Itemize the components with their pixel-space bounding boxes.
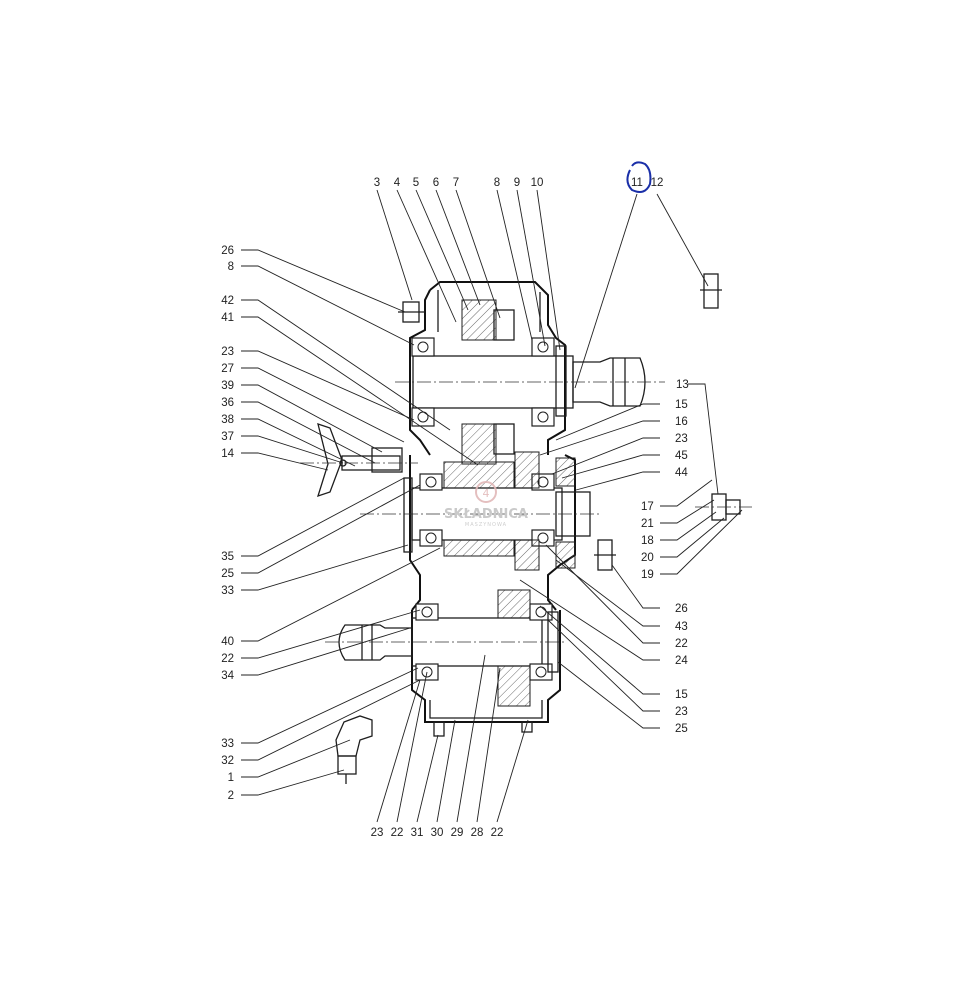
upper-shaft bbox=[395, 299, 665, 465]
callout-7: 7 bbox=[453, 177, 459, 189]
shift-lever bbox=[300, 423, 418, 498]
callout-38: 38 bbox=[221, 414, 234, 426]
watermark-sub: MASZYNOWA bbox=[465, 522, 507, 528]
callout-34: 34 bbox=[221, 670, 234, 682]
callout-25: 25 bbox=[675, 723, 688, 735]
callout-20: 20 bbox=[641, 552, 654, 564]
highlight-circle-11 bbox=[626, 161, 652, 193]
callout-28: 28 bbox=[471, 827, 484, 839]
middle-shaft bbox=[360, 451, 600, 571]
callout-36: 36 bbox=[221, 397, 234, 409]
callout-24: 24 bbox=[675, 655, 688, 667]
elbow-fitting bbox=[335, 715, 373, 784]
callout-29: 29 bbox=[451, 827, 464, 839]
callout-2: 2 bbox=[228, 790, 234, 802]
callout-27: 27 bbox=[221, 363, 234, 375]
callout-42: 42 bbox=[221, 295, 234, 307]
callout-37: 37 bbox=[221, 431, 234, 443]
callouts-top: 3 4 5 6 7 8 9 10 11 12 bbox=[374, 177, 664, 189]
callout-21: 21 bbox=[641, 518, 654, 530]
callout-15: 15 bbox=[675, 399, 688, 411]
callout-4: 4 bbox=[394, 177, 401, 189]
callout-6: 6 bbox=[433, 177, 439, 189]
part-13-21-assembly bbox=[695, 493, 752, 521]
callout-18: 18 bbox=[641, 535, 654, 547]
callout-45: 45 bbox=[675, 450, 688, 462]
callout-9: 9 bbox=[514, 177, 520, 189]
callout-22: 22 bbox=[675, 638, 688, 650]
callout-44: 44 bbox=[675, 467, 688, 479]
part-26-right bbox=[594, 539, 616, 571]
callout-23: 23 bbox=[371, 827, 384, 839]
callout-33: 33 bbox=[221, 585, 234, 597]
svg-text:4: 4 bbox=[483, 487, 490, 500]
callout-22: 22 bbox=[491, 827, 504, 839]
callout-10: 10 bbox=[531, 177, 544, 189]
watermark-name: SKŁADNICA bbox=[444, 507, 528, 522]
lower-shaft bbox=[325, 589, 565, 707]
callout-11: 11 bbox=[631, 177, 643, 189]
callout-43: 43 bbox=[675, 621, 688, 633]
callout-22: 22 bbox=[221, 653, 234, 665]
callout-16: 16 bbox=[675, 416, 688, 428]
callout-1: 1 bbox=[228, 772, 234, 784]
callout-39: 39 bbox=[221, 380, 234, 392]
callout-12: 12 bbox=[651, 177, 664, 189]
watermark-logo: 4 bbox=[475, 481, 497, 503]
callout-33: 33 bbox=[221, 738, 234, 750]
callout-3: 3 bbox=[374, 177, 380, 189]
callout-17: 17 bbox=[641, 501, 654, 513]
callout-19: 19 bbox=[641, 569, 654, 581]
callout-22: 22 bbox=[391, 827, 404, 839]
callout-23: 23 bbox=[675, 433, 688, 445]
callout-35: 35 bbox=[221, 551, 234, 563]
callout-25: 25 bbox=[221, 568, 234, 580]
callout-15: 15 bbox=[675, 689, 688, 701]
callout-8: 8 bbox=[228, 261, 234, 273]
callouts-right: 13 15 16 23 45 44 17 21 18 20 19 26 43 2… bbox=[641, 379, 689, 735]
callout-30: 30 bbox=[431, 827, 444, 839]
callout-8: 8 bbox=[494, 177, 500, 189]
callout-26: 26 bbox=[221, 245, 234, 257]
callout-26: 26 bbox=[675, 603, 688, 615]
callouts-bottom: 23 22 31 30 29 28 22 bbox=[371, 827, 504, 839]
leader-lines bbox=[241, 189, 743, 823]
callout-13: 13 bbox=[676, 379, 689, 391]
callout-23: 23 bbox=[221, 346, 234, 358]
callouts-left: 26 8 42 41 23 27 39 36 38 37 14 35 25 33… bbox=[221, 245, 234, 802]
callout-40: 40 bbox=[221, 636, 234, 648]
callout-5: 5 bbox=[413, 177, 419, 189]
callout-23: 23 bbox=[675, 706, 688, 718]
callout-41: 41 bbox=[221, 312, 234, 324]
callout-31: 31 bbox=[411, 827, 424, 839]
part-12 bbox=[700, 273, 722, 309]
callout-14: 14 bbox=[221, 448, 234, 460]
callout-32: 32 bbox=[221, 755, 234, 767]
